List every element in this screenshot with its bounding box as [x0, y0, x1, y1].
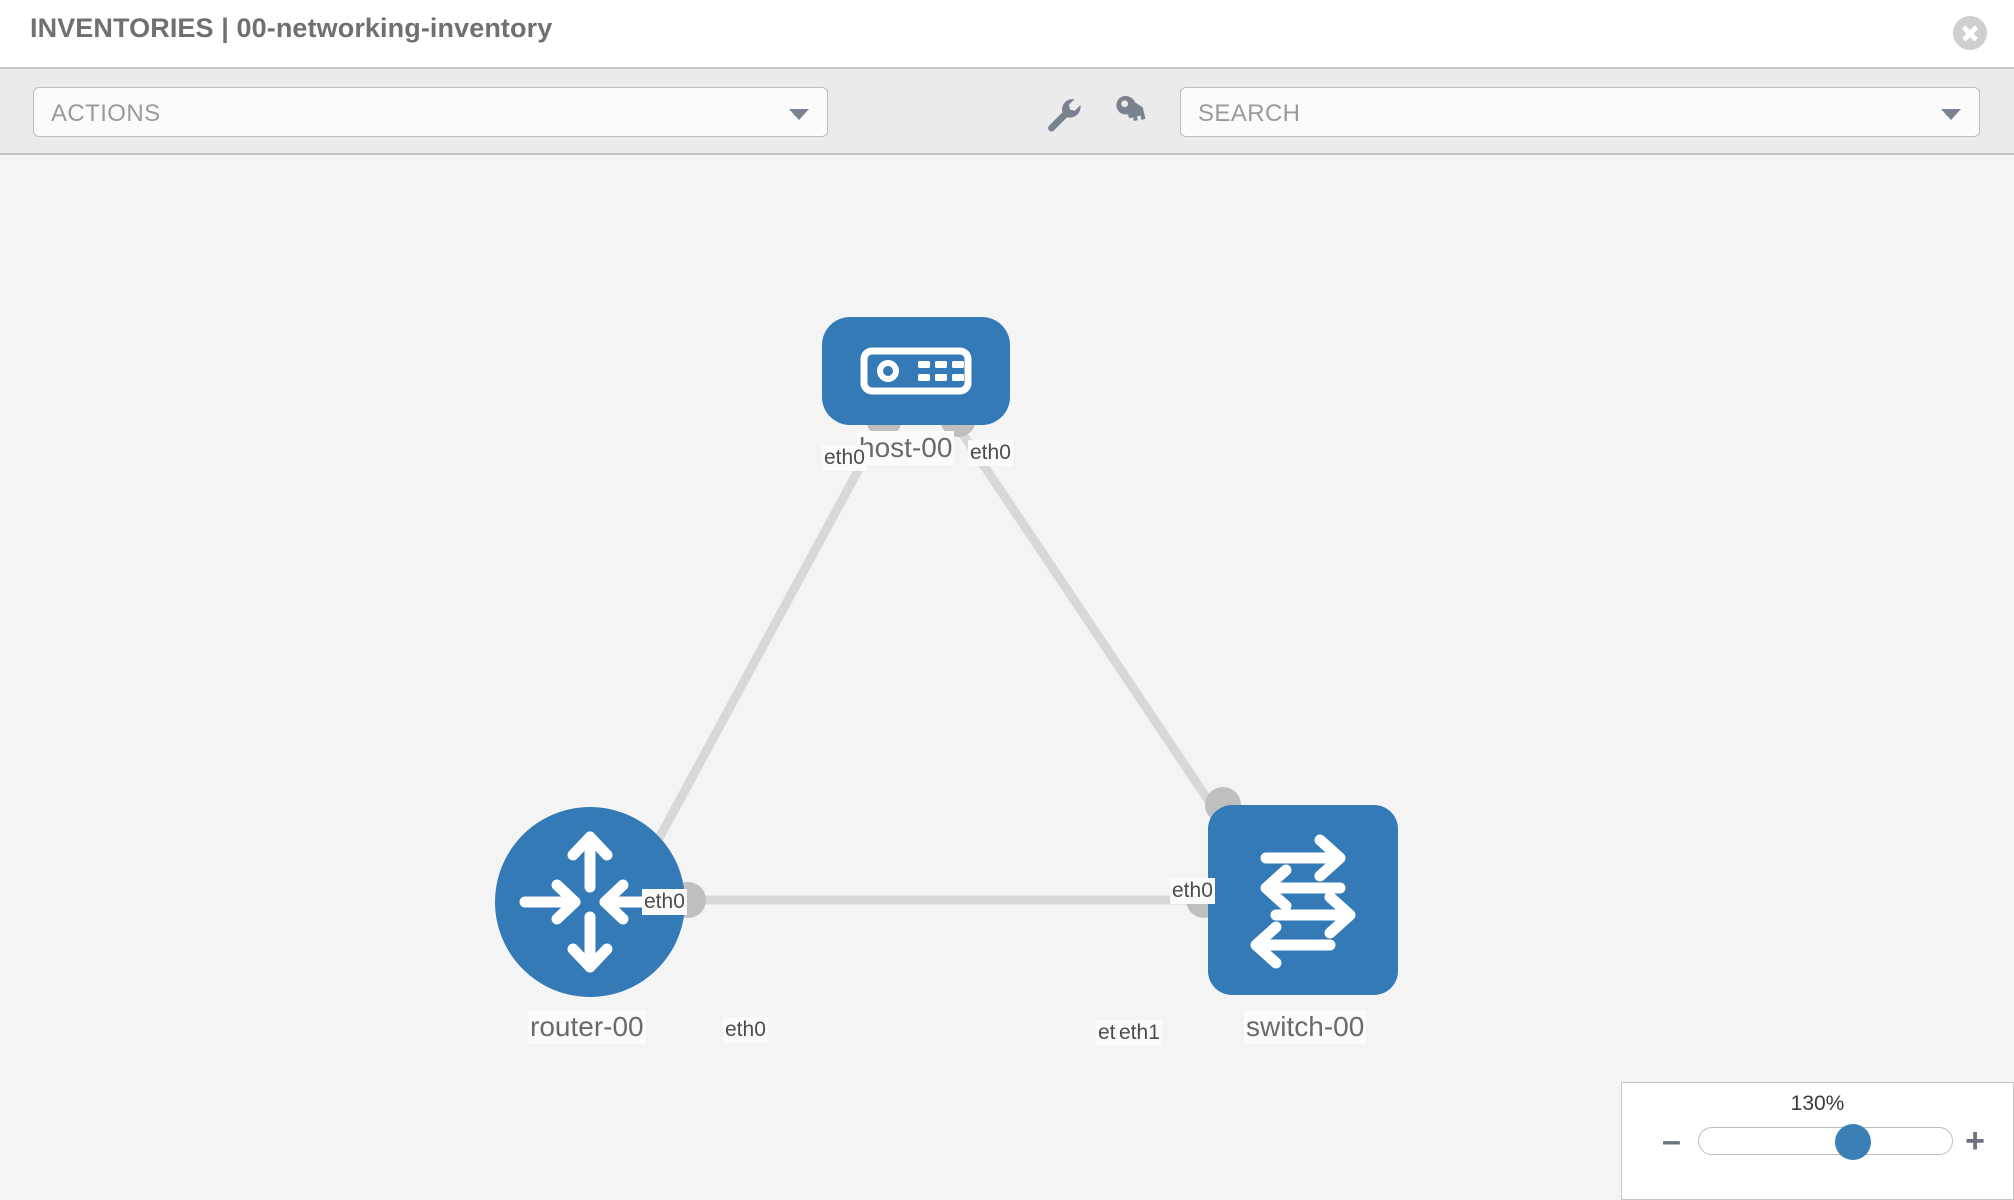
zoom-slider-thumb[interactable] [1834, 1124, 1871, 1160]
interface-label-switch-left-b: eth1 [1117, 1020, 1162, 1046]
interface-label-router-up: eth0 [642, 889, 687, 915]
node-switch-00[interactable] [1208, 805, 1398, 995]
actions-dropdown-label: ACTIONS [51, 100, 161, 127]
switch-arrows-icon [1250, 834, 1356, 969]
link-host-router [645, 425, 885, 860]
actions-dropdown[interactable]: ACTIONS [33, 87, 828, 137]
wrench-icon[interactable] [1043, 96, 1085, 132]
chevron-down-icon [789, 109, 809, 120]
interface-label-router-right: eth0 [723, 1017, 768, 1043]
page-header: INVENTORIES | 00-networking-inventory [0, 0, 2014, 69]
interface-label-switch-up: eth0 [1170, 878, 1215, 904]
topology-canvas[interactable]: host-00 router-00 switch-00 eth0 eth0 et… [0, 155, 2014, 1200]
toolbar: ACTIONS SEARCH [0, 69, 2014, 155]
link-host-switch [955, 425, 1250, 860]
node-label-switch-00: switch-00 [1244, 1010, 1367, 1044]
server-icon [860, 347, 972, 395]
search-placeholder: SEARCH [1198, 100, 1301, 127]
key-icon[interactable] [1110, 95, 1152, 132]
search-input[interactable]: SEARCH [1180, 87, 1980, 137]
topology-links [645, 425, 1250, 905]
interface-label-host-right: eth0 [968, 440, 1013, 466]
node-router-00[interactable] [495, 807, 685, 997]
node-host-00[interactable] [822, 317, 1010, 425]
zoom-out-button[interactable]: – [1662, 1122, 1681, 1160]
close-icon[interactable] [1953, 16, 1987, 50]
zoom-in-button[interactable]: + [1965, 1122, 1985, 1160]
zoom-level-value: 130% [1790, 1092, 1845, 1115]
node-label-host-00: host-00 [857, 431, 955, 465]
page-title: INVENTORIES | 00-networking-inventory [30, 13, 553, 43]
chevron-down-icon [1941, 109, 1961, 120]
zoom-slider[interactable] [1698, 1124, 1953, 1160]
node-label-router-00: router-00 [528, 1010, 646, 1044]
interface-label-host-left: eth0 [822, 445, 867, 471]
zoom-control-panel: 130% – + [1621, 1082, 2014, 1200]
